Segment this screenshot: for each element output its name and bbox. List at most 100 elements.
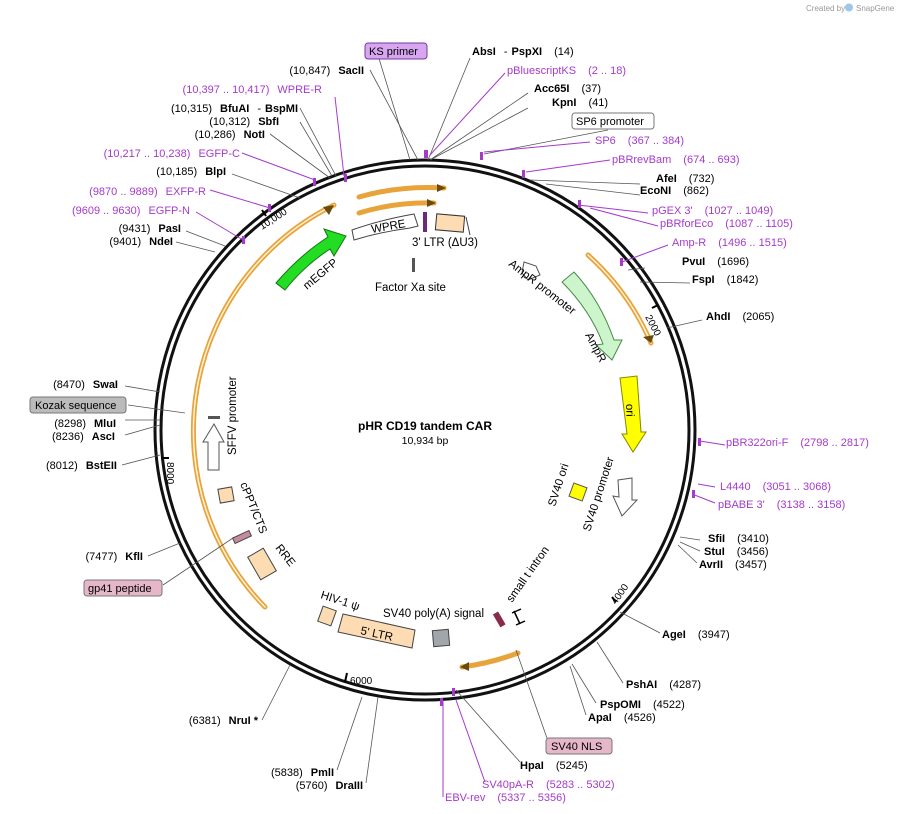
site-kfli[interactable]: KflI	[125, 551, 143, 563]
site-sfii[interactable]: SfiI	[708, 533, 725, 545]
primer-pbrrevbam[interactable]: pBRrevBam	[612, 154, 671, 166]
site-acc65i[interactable]: Acc65I	[534, 83, 569, 95]
svg-text:PspOMI(4522): PspOMI(4522)	[600, 699, 685, 711]
gp41-peptide-box[interactable]: gp41 peptide	[83, 579, 163, 597]
ampr-promoter-shape	[521, 261, 541, 281]
site-pasi[interactable]: PasI	[158, 223, 181, 235]
primer-pbrforeco[interactable]: pBRforEco	[660, 218, 713, 230]
site-noti[interactable]: NotI	[244, 129, 265, 141]
svg-text:(10,315)BfuAI-BspMI: (10,315)BfuAI-BspMI	[171, 103, 298, 115]
sv40-promoter-arrow	[612, 477, 639, 517]
site-swai[interactable]: SwaI	[93, 379, 118, 391]
small-t-intron-label: small t intron	[505, 544, 552, 604]
site-pspomi[interactable]: PspOMI	[600, 699, 641, 711]
site-sbfi[interactable]: SbfI	[258, 116, 279, 128]
site-bsteii[interactable]: BstEII	[86, 460, 117, 472]
site-mlui[interactable]: MluI	[94, 418, 116, 430]
svg-text:KS primer: KS primer	[369, 46, 418, 58]
site-afei[interactable]: AfeI	[656, 173, 677, 185]
primer-pbluescriptks[interactable]: pBluescriptKS	[507, 65, 576, 77]
site-absi[interactable]: AbsI	[472, 46, 496, 58]
ks-primer-box[interactable]: KS primer	[364, 42, 428, 60]
plasmid-name: pHR CD19 tandem CAR	[358, 419, 492, 433]
svg-text:EcoNI(862): EcoNI(862)	[640, 185, 709, 197]
svg-text:(5760)DraIII: (5760)DraIII	[296, 780, 363, 792]
site-econi[interactable]: EcoNI	[640, 185, 671, 197]
right-labels: AbsI-PspXI(14) pBluescriptKS(2 .. 18) Ac…	[445, 46, 869, 804]
svg-text:pBR322ori-F(2798 .. 2817): pBR322ori-F(2798 .. 2817)	[726, 437, 869, 449]
snapgene-logo-text: SnapGene	[856, 4, 895, 13]
svg-text:AbsI-PspXI(14): AbsI-PspXI(14)	[472, 46, 574, 58]
primer-ticks	[242, 150, 701, 706]
factor-xa-label: Factor Xa site	[375, 282, 446, 294]
rre-box	[247, 547, 277, 581]
site-avrii[interactable]: AvrII	[699, 559, 723, 571]
svg-text:Kozak sequence: Kozak sequence	[35, 400, 116, 412]
primer-sv40pa-r[interactable]: SV40pA-R	[482, 779, 534, 791]
site-ahdi[interactable]: AhdI	[706, 311, 730, 323]
primer-pbabe3[interactable]: pBABE 3'	[718, 499, 765, 511]
primer-pbr322ori-f[interactable]: pBR322ori-F	[726, 437, 789, 449]
backbone-outer	[153, 158, 697, 702]
wpre-label: WPRE	[370, 218, 406, 236]
orange-arcs	[190, 184, 654, 671]
site-bfuai[interactable]: BfuAI	[220, 103, 249, 115]
svg-text:StuI(3456): StuI(3456)	[704, 546, 769, 558]
left-orange-arc	[190, 202, 337, 610]
site-pspxi[interactable]: PspXI	[512, 46, 543, 58]
primer-l4440[interactable]: L4440	[720, 481, 751, 493]
primer-wpre-r[interactable]: WPRE-R	[277, 84, 322, 96]
site-hpai[interactable]: HpaI	[520, 760, 544, 772]
primer-ebv-rev[interactable]: EBV-rev	[445, 792, 486, 804]
site-pmli[interactable]: PmlI	[311, 767, 334, 779]
svg-text:AgeI(3947): AgeI(3947)	[662, 629, 730, 641]
kozak-sequence-box[interactable]: Kozak sequence	[29, 396, 127, 414]
site-bspmi[interactable]: BspMI	[265, 103, 298, 115]
primer-pgex3[interactable]: pGEX 3'	[652, 205, 693, 217]
svg-text:(10,286)NotI: (10,286)NotI	[195, 129, 265, 141]
sffv-arrow	[202, 423, 225, 471]
svg-text:pBRforEco(1087 .. 1105): pBRforEco(1087 .. 1105)	[660, 218, 793, 230]
site-nrui[interactable]: NruI *	[229, 715, 259, 727]
wpre-feature	[351, 213, 419, 241]
site-apai[interactable]: ApaI	[588, 712, 612, 724]
svg-text:(6381)NruI *: (6381)NruI *	[189, 715, 259, 727]
sffv-label: SFFV promoter	[227, 376, 239, 455]
svg-text:ApaI(4526): ApaI(4526)	[588, 712, 656, 724]
primer-egfp-n[interactable]: EGFP-N	[148, 205, 190, 217]
primer-amp-r[interactable]: Amp-R	[672, 237, 706, 249]
site-fspi[interactable]: FspI	[692, 274, 715, 286]
site-pvui[interactable]: PvuI	[682, 256, 705, 268]
top-orange-arc-1	[356, 184, 447, 200]
site-pshai[interactable]: PshAI	[626, 679, 657, 691]
site-draiii[interactable]: DraIII	[335, 780, 363, 792]
site-asci[interactable]: AscI	[92, 431, 115, 443]
sv40-polya-box	[431, 628, 451, 648]
site-kpni[interactable]: KpnI	[552, 97, 576, 109]
site-ndei[interactable]: NdeI	[149, 236, 173, 248]
rre-label: RRE	[273, 542, 298, 569]
primer-sp6[interactable]: SP6	[595, 135, 616, 147]
svg-text:(9431)PasI: (9431)PasI	[119, 223, 181, 235]
svg-text:PshAI(4287): PshAI(4287)	[626, 679, 701, 691]
sv40-nls-box[interactable]: SV40 NLS	[545, 737, 613, 755]
left-labels: (10,847)SacII (10,397 .. 10,417)WPRE-R (…	[46, 65, 364, 792]
site-blpi[interactable]: BlpI	[205, 166, 226, 178]
svg-text:(10,185)BlpI: (10,185)BlpI	[156, 166, 226, 178]
top-orange-arc-2	[356, 200, 437, 216]
sp6-promoter-box[interactable]: SP6 promoter	[571, 112, 655, 130]
site-agei[interactable]: AgeI	[662, 629, 686, 641]
site-sacii[interactable]: SacII	[338, 65, 364, 77]
kozak-marker	[208, 416, 220, 419]
site-stui[interactable]: StuI	[704, 546, 725, 558]
tick-label-4000: 4000	[609, 582, 631, 607]
sv40-ori-box	[568, 482, 588, 502]
primer-egfp-c[interactable]: EGFP-C	[198, 148, 240, 160]
svg-text:SP6(367 .. 384): SP6(367 .. 384)	[595, 135, 684, 147]
primer-exfp-r[interactable]: EXFP-R	[166, 186, 206, 198]
svg-text:(8298)MluI: (8298)MluI	[54, 418, 116, 430]
ltr3-box	[434, 213, 466, 233]
svg-text:L4440(3051 .. 3068): L4440(3051 .. 3068)	[720, 481, 831, 493]
svg-text:(5838)PmlI: (5838)PmlI	[271, 767, 334, 779]
